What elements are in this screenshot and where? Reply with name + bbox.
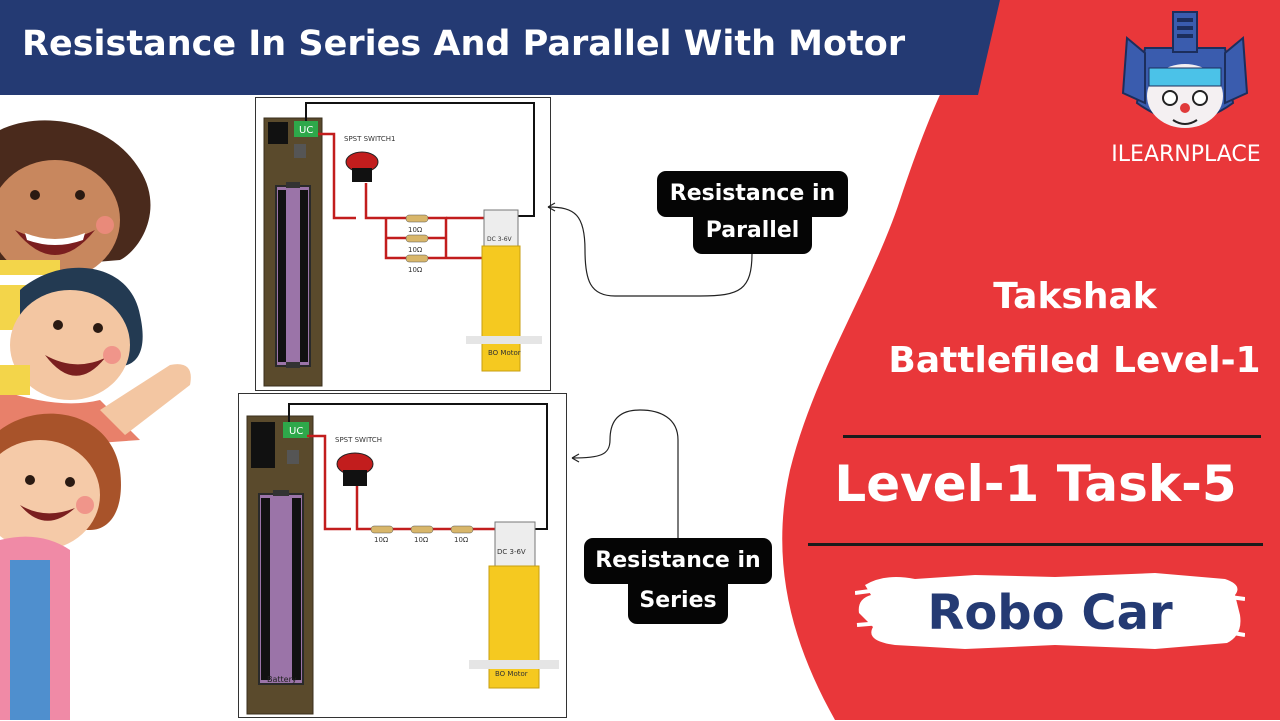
switch-label: SPST SWITCH: [335, 436, 382, 444]
divider-bottom: [808, 543, 1263, 546]
brush-stroke: [855, 573, 1245, 649]
board-label: UC: [289, 426, 303, 437]
parallel-callout-line1: Resistance in: [669, 181, 836, 206]
wire-red: [307, 434, 351, 531]
wire-red: [318, 132, 356, 220]
parallel-callout: Resistance in: [657, 171, 848, 217]
divider-top: [843, 435, 1261, 438]
resistor-label: 10Ω: [414, 536, 429, 544]
robot-logo: [1121, 11, 1249, 128]
motor-body: [494, 521, 536, 567]
resistor-label: 10Ω: [408, 226, 423, 234]
page-title: Resistance In Series And Parallel With M…: [22, 24, 906, 64]
resistor: [405, 234, 429, 243]
parallel-callout-bottom: Parallel: [693, 208, 812, 254]
resistor-label: 10Ω: [454, 536, 469, 544]
subtitle-line1: Takshak: [993, 276, 1157, 317]
motor-name: BO Motor: [495, 670, 528, 678]
series-callout-line2: Series: [639, 588, 717, 613]
resistor-label: 10Ω: [408, 246, 423, 254]
series-circuit-diagram: Battery UC SPST SWITCH 10Ω 10Ω 10Ω DC 3-…: [238, 393, 567, 718]
board-connector: [294, 121, 318, 137]
resistor: [410, 525, 434, 534]
resistor: [405, 214, 429, 223]
board-connector: [283, 422, 309, 438]
battery-label: Battery: [267, 675, 297, 684]
kid-top: [0, 120, 151, 330]
motor-body: [483, 209, 519, 247]
series-callout: Resistance in: [584, 538, 772, 584]
brand-name: ILEARNPLACE: [1111, 142, 1261, 167]
motor-name: BO Motor: [488, 349, 521, 357]
series-callout-line1: Resistance in: [595, 548, 761, 573]
subtitle-line2: Battlefiled Level-1: [888, 340, 1261, 381]
project-title: Robo Car: [927, 585, 1173, 641]
resistor-label: 10Ω: [408, 266, 423, 274]
kids-illustration: [0, 120, 191, 720]
series-callout-bottom: Series: [628, 578, 728, 624]
resistor: [450, 525, 474, 534]
resistor: [370, 525, 394, 534]
board-label: UC: [299, 125, 313, 136]
switch-label: SPST SWITCH1: [344, 135, 396, 143]
parallel-circuit-diagram: UC SPST SWITCH1 10Ω 10Ω 10Ω DC 3-6V BO M…: [255, 97, 551, 391]
motor-voltage: DC 3-6V: [487, 236, 513, 243]
motor-gearbox: [481, 245, 521, 372]
wire-black: [288, 403, 548, 530]
kid-bottom: [0, 413, 121, 720]
resistor: [405, 254, 429, 263]
resistor-label: 10Ω: [374, 536, 389, 544]
title-banner: [0, 0, 1000, 95]
task-title: Level-1 Task-5: [834, 455, 1237, 513]
wire-black: [305, 102, 535, 217]
parallel-callout-line2: Parallel: [705, 218, 800, 243]
motor-voltage: DC 3-6V: [497, 548, 526, 556]
